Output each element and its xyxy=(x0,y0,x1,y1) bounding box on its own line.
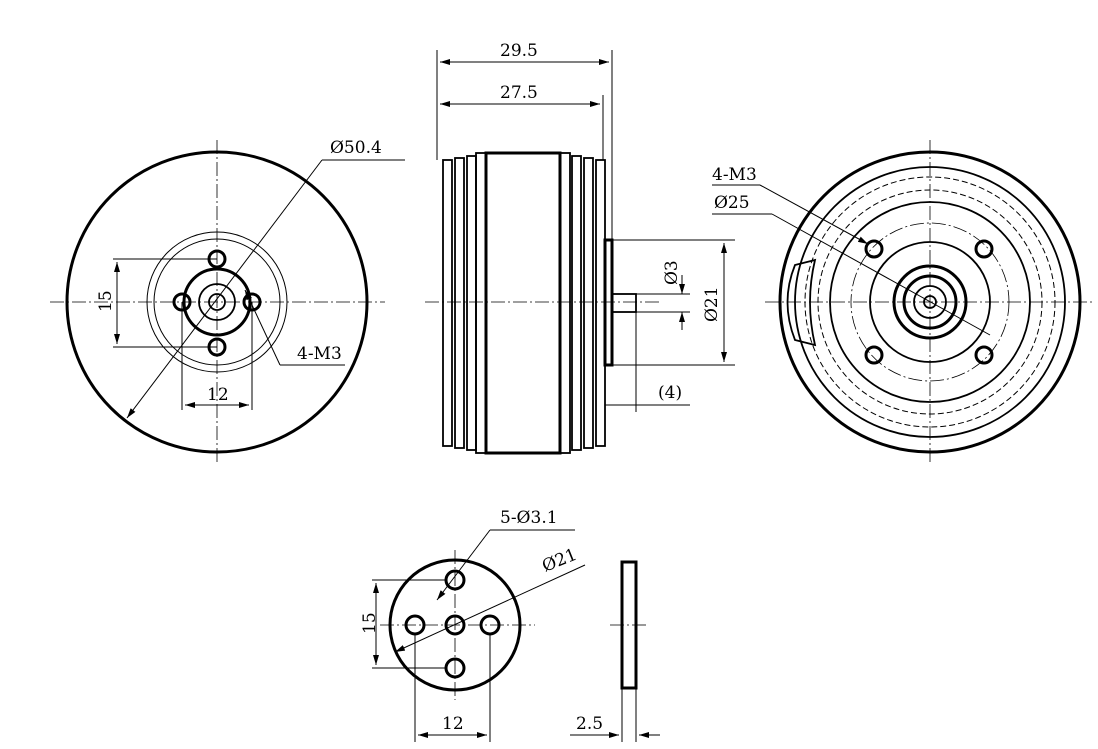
front-dim-diameter: Ø50.4 xyxy=(330,138,382,158)
rear-thread-callout: 4-M3 xyxy=(712,165,757,185)
rear-mounting-holes xyxy=(864,239,994,365)
front-view: 15 12 Ø50.4 4-M3 xyxy=(50,138,405,462)
rear-view: 4-M3 Ø25 xyxy=(712,140,1095,465)
left-fins xyxy=(442,152,487,454)
side-dim-shaft-diameter: Ø3 xyxy=(662,260,682,285)
side-dim-body-length: 27.5 xyxy=(500,83,538,103)
plate-holes-callout: 5-Ø3.1 xyxy=(500,508,558,528)
rear-bolt-circle: Ø25 xyxy=(714,193,750,213)
front-dim-12: 12 xyxy=(207,385,229,405)
plate-dim-15: 15 xyxy=(360,612,380,634)
front-thread-callout: 4-M3 xyxy=(297,344,342,364)
plate-diameter: Ø21 xyxy=(539,545,579,577)
side-dim-shaft-protrusion: (4) xyxy=(658,383,682,403)
front-dim-15: 15 xyxy=(96,290,116,312)
right-fins xyxy=(559,152,606,454)
plate-thickness: 2.5 xyxy=(576,714,603,734)
side-dim-flange-diameter: Ø21 xyxy=(702,286,722,322)
plate-dim-12: 12 xyxy=(442,714,464,734)
adapter-plate-view: 5-Ø3.1 Ø21 15 12 2.5 xyxy=(360,508,660,742)
side-view: 29.5 27.5 Ø21 Ø3 (4) xyxy=(425,41,735,455)
side-dim-overall-length: 29.5 xyxy=(500,41,538,61)
